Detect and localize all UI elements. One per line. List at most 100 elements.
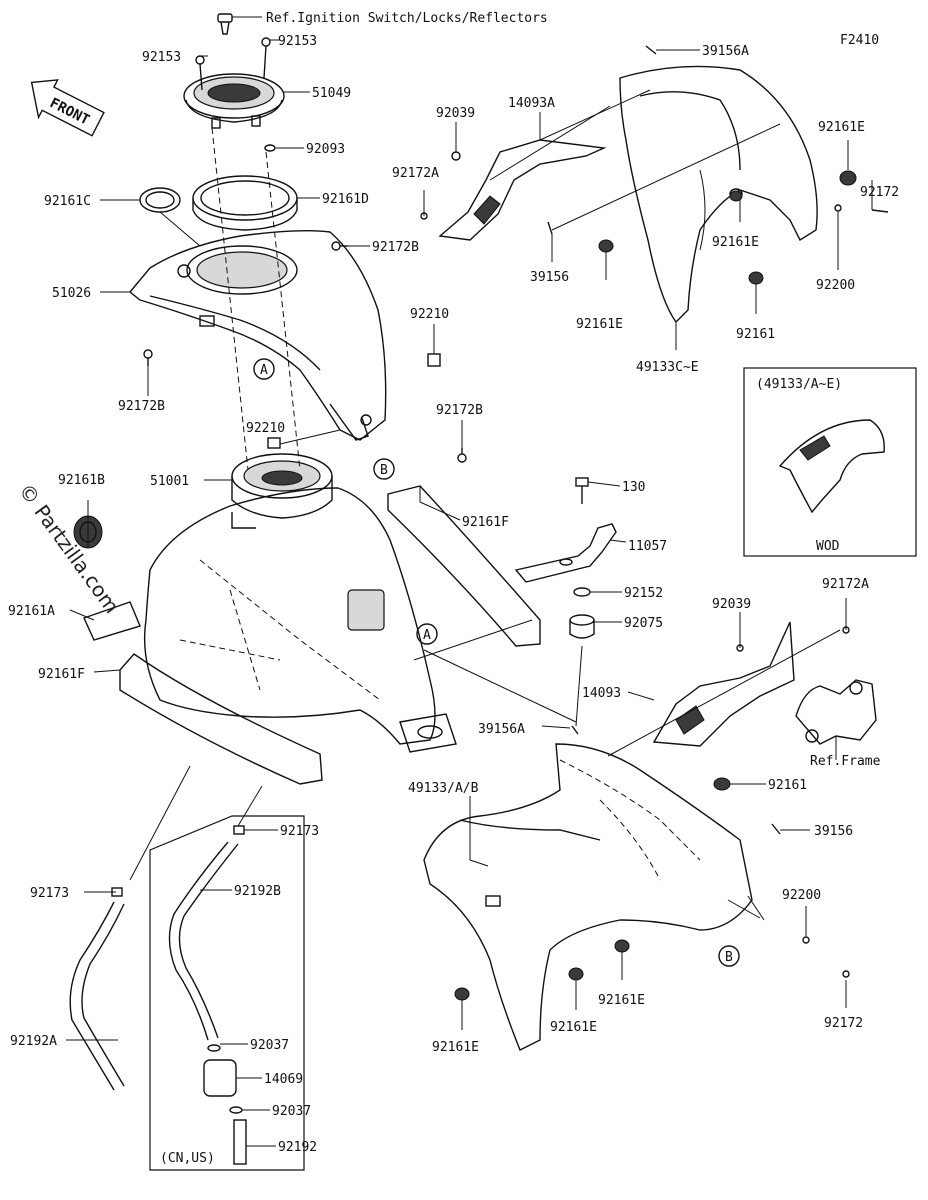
callout-92037: 92037	[272, 1104, 311, 1119]
callout-92172b: 92172B	[118, 399, 165, 414]
callout-92161a: 92161A	[8, 604, 55, 619]
callout-92161e: 92161E	[432, 1040, 479, 1055]
callout-92161e: 92161E	[576, 317, 623, 332]
callout-49133c-e: 49133C~E	[636, 360, 699, 375]
circle-label-b-2: B	[718, 945, 740, 967]
callout-92172a: 92172A	[392, 166, 439, 181]
callout-92210: 92210	[246, 421, 285, 436]
clip-92210-2	[267, 437, 281, 449]
callout-92161: 92161	[768, 778, 807, 793]
cowl-49133c-e	[619, 65, 818, 324]
watermark-text: © Partzilla.com	[14, 479, 124, 618]
callout-51049: 51049	[312, 86, 351, 101]
frame-ref	[795, 679, 877, 745]
callout-92037: 92037	[250, 1038, 289, 1053]
ignition-screw-icon	[217, 13, 233, 35]
callout-49133-a-b: 49133/A/B	[408, 781, 479, 796]
callout-92210: 92210	[410, 307, 449, 322]
callout-92172b: 92172B	[436, 403, 483, 418]
callout-92161f: 92161F	[462, 515, 509, 530]
callout-92152: 92152	[624, 586, 663, 601]
callout-92153: 92153	[142, 50, 181, 65]
wod-box-caption: WOD	[816, 539, 840, 554]
tank-cover-51026	[129, 229, 387, 441]
callout-92039: 92039	[712, 597, 751, 612]
bolt-130	[575, 477, 589, 504]
callout-92161e: 92161E	[712, 235, 759, 250]
callouts: Ref.Ignition Switch/Locks/Reflectors 921…	[8, 11, 899, 1155]
callout-92172a: 92172A	[822, 577, 869, 592]
callout-92172: 92172	[860, 185, 899, 200]
callout-11057: 11057	[628, 539, 667, 554]
callout-92192: 92192	[278, 1140, 317, 1155]
callout-92200: 92200	[782, 888, 821, 903]
callout-92192a: 92192A	[10, 1034, 57, 1049]
callout-14069: 14069	[264, 1072, 303, 1087]
callout-92153: 92153	[278, 34, 317, 49]
circle-label-b-1: B	[373, 458, 395, 480]
watermark: © Partzilla.com	[14, 479, 124, 618]
screw-92172b-2	[143, 349, 153, 366]
pins-lower	[571, 626, 850, 978]
circle-label-text: B	[380, 463, 388, 478]
callout-92172b: 92172B	[372, 240, 419, 255]
wod-box: (49133/A~E) WOD	[743, 367, 917, 557]
callout-39156: 39156	[814, 824, 853, 839]
front-arrow-icon: FRONT	[30, 79, 105, 137]
leader-lines	[66, 16, 873, 1147]
grommets-92161-lower	[454, 777, 731, 1001]
foam-strip-92161f-2	[119, 653, 323, 785]
callout-ref-ignition: Ref.Ignition Switch/Locks/Reflectors	[266, 11, 548, 26]
fuel-tank-51001	[143, 453, 457, 753]
callout-51001: 51001	[150, 474, 189, 489]
callout-92161e: 92161E	[818, 120, 865, 135]
circle-label-text: A	[260, 363, 268, 378]
callout-92192b: 92192B	[234, 884, 281, 899]
callout-39156: 39156	[530, 270, 569, 285]
circle-label-a-1: A	[253, 358, 275, 380]
callout-92161e: 92161E	[550, 1020, 597, 1035]
cn-us-box: (CN,US)	[149, 815, 305, 1171]
callout-92039: 92039	[436, 106, 475, 121]
callout-14093: 14093	[582, 686, 621, 701]
inner-panel-14093a	[438, 139, 607, 241]
grommets-92161e-top	[598, 170, 857, 285]
gasket-ring-92161c	[139, 187, 181, 213]
damper-92075	[569, 614, 595, 639]
callout-92161c: 92161C	[44, 194, 91, 209]
callout-92200: 92200	[816, 278, 855, 293]
pins-39156	[547, 45, 657, 235]
callout-92093: 92093	[306, 142, 345, 157]
clip-92210-1	[427, 353, 441, 367]
figure-code: F2410	[840, 33, 879, 48]
callout-92173: 92173	[280, 824, 319, 839]
cn-us-label: (CN,US)	[160, 1151, 215, 1166]
washer-92152	[573, 587, 591, 597]
circle-label-text: B	[725, 950, 733, 965]
callout-92161e: 92161E	[598, 993, 645, 1008]
callout-39156a: 39156A	[478, 722, 525, 737]
callout-130: 130	[622, 480, 645, 495]
callout-92161f: 92161F	[38, 667, 85, 682]
hose-92192a	[69, 887, 125, 1091]
callout-14093a: 14093A	[508, 96, 555, 111]
circle-label-text: A	[423, 628, 431, 643]
screw-92172b-1	[331, 241, 348, 251]
circle-label-a-2: A	[416, 623, 438, 645]
callout-92161: 92161	[736, 327, 775, 342]
callout-92161b: 92161B	[58, 473, 105, 488]
callout-51026: 51026	[52, 286, 91, 301]
callout-39156a: 39156A	[702, 44, 749, 59]
callout-ref-frame: Ref.Frame	[810, 754, 881, 769]
fuel-cap-51049	[183, 37, 285, 152]
screw-92172b-3	[457, 448, 467, 463]
callout-92075: 92075	[624, 616, 663, 631]
callout-92172: 92172	[824, 1016, 863, 1031]
wod-box-title: (49133/A~E)	[756, 377, 842, 392]
bracket-11057	[514, 523, 617, 583]
callout-92161d: 92161D	[322, 192, 369, 207]
foam-strip-92161f-1	[387, 485, 541, 647]
gasket-ring-92161d	[192, 175, 298, 231]
pad-92161a	[83, 601, 141, 641]
